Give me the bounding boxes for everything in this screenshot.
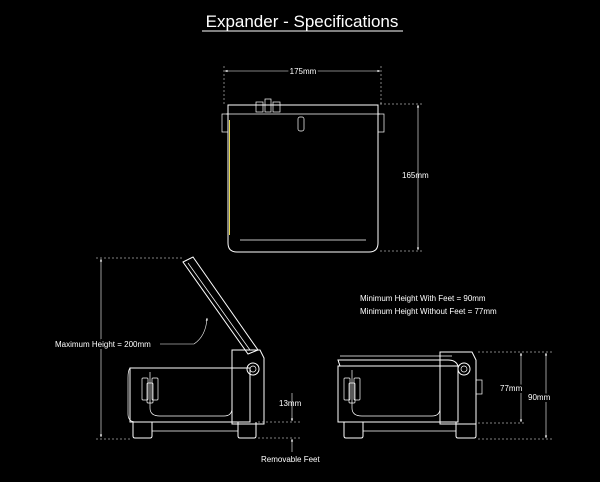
max-height-label: Maximum Height = 200mm (55, 340, 151, 349)
open-view-foot-left (132, 422, 153, 439)
height-without-feet-label: 77mm (500, 384, 523, 393)
open-view-raised-lid (182, 256, 259, 355)
side-view-open: Maximum Height = 200mm 13mm Removable Fe… (53, 256, 320, 464)
side-view-closed: 77mm 90mm (337, 351, 553, 440)
page-title: Expander - Specifications (206, 12, 399, 31)
min-height-without-feet-note: Minimum Height Without Feet = 77mm (360, 307, 497, 316)
min-height-with-feet-note: Minimum Height With Feet = 90mm (360, 294, 486, 303)
closed-view-foot-left (343, 422, 364, 439)
height-with-feet-label: 90mm (528, 393, 551, 402)
top-view: 175mm 165mm (221, 65, 429, 253)
open-view-base-housing (129, 367, 251, 423)
depth-dimension-label: 165mm (402, 171, 429, 180)
removable-feet-label: Removable Feet (261, 455, 320, 464)
top-view-body (227, 104, 379, 253)
open-view-knob (246, 362, 260, 376)
closed-view-base-housing (337, 365, 459, 423)
closed-view-knob (457, 362, 471, 376)
open-view-foot-right (237, 422, 257, 439)
feet-height-label: 13mm (279, 399, 302, 408)
closed-view-foot-right (455, 422, 477, 439)
width-dimension-label: 175mm (290, 67, 317, 76)
